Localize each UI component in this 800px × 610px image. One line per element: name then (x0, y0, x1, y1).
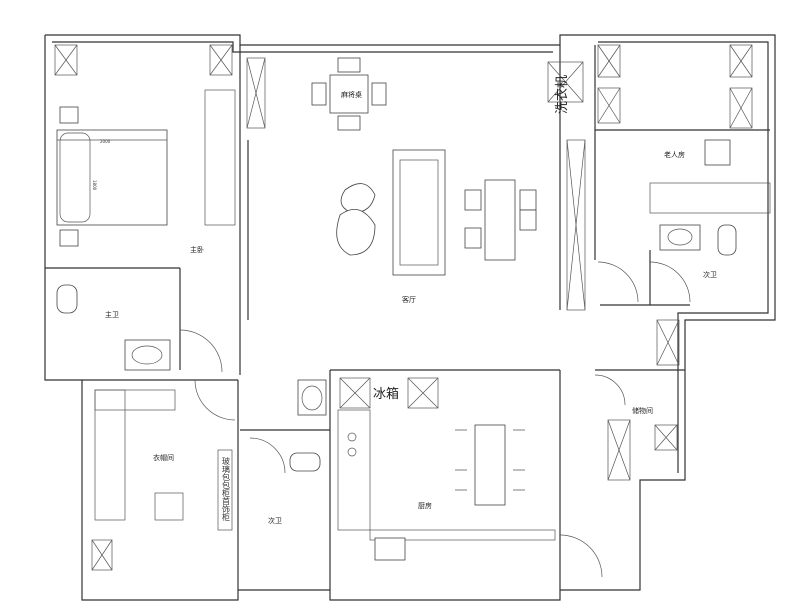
chairs (455, 429, 525, 491)
wardrobe (94, 389, 126, 521)
cabinet-box (91, 539, 113, 571)
cabinet-box (729, 44, 753, 78)
ottoman (154, 492, 184, 521)
nightstand (59, 229, 79, 247)
cabinet-box (566, 139, 586, 311)
cabinet-box (607, 419, 631, 481)
master-bath-label: 主卫 (105, 310, 119, 319)
cabinet-box (597, 87, 621, 124)
toilet (717, 224, 737, 256)
counter (369, 529, 556, 541)
ottoman (336, 208, 376, 256)
washbasin-bowl (667, 228, 693, 246)
chair (519, 209, 537, 231)
washing-machine-label: 洗衣机 (554, 75, 570, 114)
dining-table (484, 179, 516, 261)
cabinet-box (654, 424, 678, 451)
ottoman (340, 183, 376, 213)
toilet (56, 284, 78, 314)
master-bed: 2000 1800 (56, 129, 168, 226)
second-bath-bottom-label: 次卫 (268, 516, 282, 525)
storage-room-label: 储物间 (632, 406, 653, 415)
glass-cabinet-label: 玻璃包包柜首饰柜 (222, 456, 231, 522)
glass-cabinet (217, 449, 233, 531)
cabinet-box (656, 319, 680, 366)
cabinet-box (597, 44, 621, 78)
cabinet-box (729, 87, 753, 129)
kitchen-label: 厨房 (418, 501, 432, 510)
chair (464, 189, 482, 211)
cabinet-box (209, 44, 233, 76)
sofa-cushions (399, 159, 439, 266)
counter (337, 409, 371, 531)
master-bedroom-label: 主卧 (190, 245, 204, 254)
cabinet-box (246, 57, 266, 129)
wardrobe (94, 389, 176, 411)
chair (464, 227, 482, 249)
walk-in-closet-label: 衣帽间 (153, 453, 174, 462)
desk (704, 139, 731, 166)
cabinet-box (407, 377, 439, 409)
toilet (289, 452, 321, 472)
fridge-label: 冰箱 (373, 386, 399, 402)
nightstand (59, 106, 79, 124)
mahjong-table-set (311, 57, 387, 131)
doors (179, 261, 691, 578)
walls (44, 34, 776, 601)
wardrobe (649, 182, 771, 214)
elder-room-label: 老人房 (664, 150, 685, 159)
living-room-label: 客厅 (402, 295, 416, 304)
second-bath-right-label: 次卫 (703, 270, 717, 279)
mahjong-table-label: 麻将桌 (341, 90, 362, 99)
bed-length-dimension: 1800 (92, 180, 97, 191)
washbasin-bowl (131, 345, 163, 365)
chair (519, 189, 537, 211)
cabinet-boxes (54, 44, 753, 571)
burner (347, 447, 357, 457)
dining-table (474, 424, 506, 506)
sofa (392, 149, 446, 276)
cabinet-box (547, 61, 584, 103)
washbasin (297, 379, 327, 416)
sink (374, 537, 406, 561)
wardrobe (204, 89, 236, 226)
washbasin (124, 339, 171, 371)
cabinet-box (339, 377, 371, 409)
cabinet-box (54, 44, 78, 76)
burner (347, 432, 357, 442)
washbasin-bowl (301, 385, 323, 411)
bed-width-dimension: 2000 (100, 139, 111, 144)
